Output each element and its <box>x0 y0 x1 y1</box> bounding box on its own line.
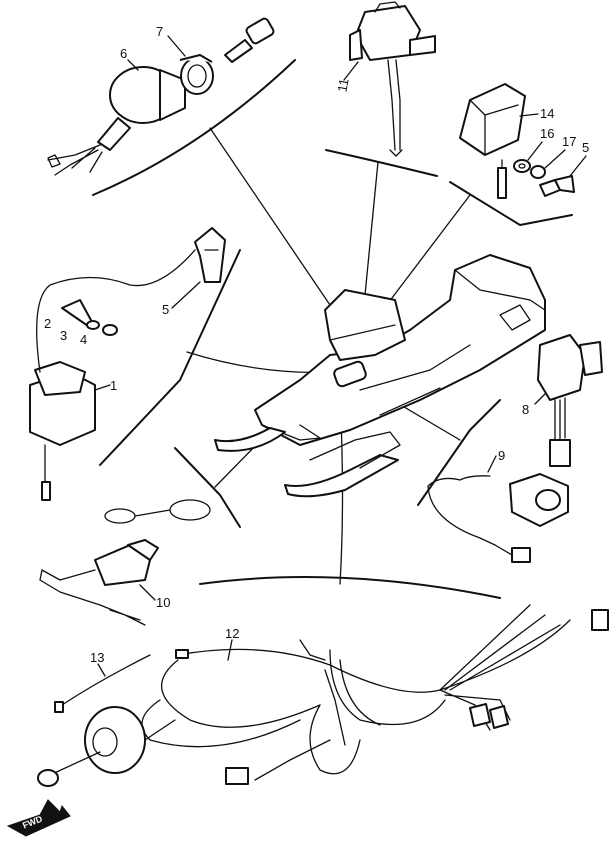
lock-washer-icon <box>530 165 546 179</box>
washer-icon <box>513 159 531 173</box>
headlight-icon <box>47 66 186 176</box>
callout-2: 2 <box>44 316 51 331</box>
callout-3: 3 <box>60 328 67 343</box>
separator-switch <box>417 399 501 506</box>
ignition-coil-icon <box>29 249 196 501</box>
callout-13: 13 <box>90 650 104 665</box>
callout-7: 7 <box>156 24 163 39</box>
callout-4: 4 <box>80 332 87 347</box>
relay-icon <box>349 1 436 157</box>
bulb-holder-icon <box>179 54 214 95</box>
callout-10: 10 <box>156 595 170 610</box>
callout-16: 16 <box>540 126 554 141</box>
callout-11: 11 <box>334 77 351 93</box>
leader-relay <box>364 161 379 296</box>
separator-coil <box>99 249 241 466</box>
group-separators <box>92 59 573 599</box>
callout-8: 8 <box>522 402 529 417</box>
leader-headlight <box>209 127 331 306</box>
magneto-icon <box>37 706 176 787</box>
callout-5b: 5 <box>582 140 589 155</box>
separator-relay <box>325 149 438 177</box>
callout-17: 17 <box>562 134 576 149</box>
handlebar-switch-icon <box>537 334 603 467</box>
callout-pointers <box>94 35 587 677</box>
wire-lead-icon <box>54 654 151 713</box>
wire-harness-icon <box>141 604 609 785</box>
separator-main-switch <box>174 447 241 528</box>
separator-headlight <box>92 59 296 196</box>
callout-12: 12 <box>225 626 239 641</box>
callout-9: 9 <box>498 448 505 463</box>
callout-5a: 5 <box>162 302 169 317</box>
voltage-regulator-icon <box>459 83 526 199</box>
ignition-key-icon <box>224 17 275 63</box>
leader-coil <box>186 351 331 373</box>
callout-14: 14 <box>540 106 554 121</box>
pull-switch-icon <box>427 473 569 563</box>
main-switch-icon <box>39 499 211 626</box>
fwd-arrow-icon: FWD <box>6 799 71 837</box>
callout-6: 6 <box>120 46 127 61</box>
bolt-icon <box>539 175 575 197</box>
snowmobile-icon <box>214 254 546 498</box>
callouts: 6 7 11 14 16 17 5 5 2 3 4 1 8 9 10 12 13 <box>44 24 589 665</box>
spark-plug-cap-icon <box>194 227 226 283</box>
separator-harness <box>199 576 501 599</box>
callout-1: 1 <box>110 378 117 393</box>
separator-regulator <box>449 181 573 226</box>
coil-bolt-icon <box>61 299 118 336</box>
